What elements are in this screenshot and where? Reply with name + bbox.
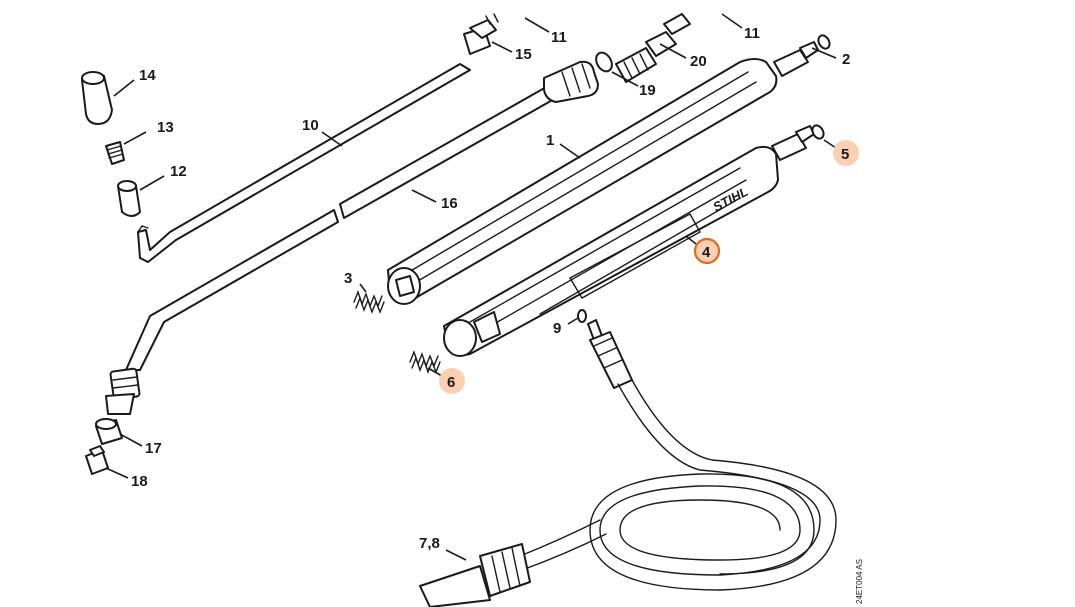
o-ring-2 <box>817 34 831 50</box>
spray-gun-4: STIHL <box>443 125 815 357</box>
leader-lines <box>105 13 837 561</box>
coupling-15 <box>463 13 499 55</box>
callout-11-top-right[interactable]: 11 <box>744 25 760 42</box>
callout-15[interactable]: 15 <box>515 46 532 63</box>
callout-14[interactable]: 14 <box>139 67 156 84</box>
hose-7-8 <box>419 319 837 607</box>
callout-4[interactable]: 4 <box>702 244 711 261</box>
plug-20 <box>615 13 691 83</box>
callout-6-highlight[interactable] <box>439 368 465 394</box>
callout-18[interactable]: 18 <box>131 473 148 490</box>
cap-14 <box>81 71 113 125</box>
o-ring-5 <box>811 124 825 140</box>
callout-4-selected[interactable] <box>693 237 721 265</box>
image-code: 24ET004 AS <box>855 559 864 604</box>
sleeve-12 <box>117 180 141 217</box>
callout-20[interactable]: 20 <box>690 53 707 70</box>
spring-6 <box>409 349 441 375</box>
callout-17[interactable]: 17 <box>145 440 162 457</box>
callout-6[interactable]: 6 <box>447 374 455 391</box>
spray-lance-16 <box>105 85 557 415</box>
callout-5[interactable]: 5 <box>841 146 849 163</box>
callout-1[interactable]: 1 <box>546 132 554 149</box>
callout-13[interactable]: 13 <box>157 119 174 136</box>
callout-3[interactable]: 3 <box>344 270 352 287</box>
spray-gun-1 <box>387 41 819 305</box>
union-nut <box>543 60 599 103</box>
callout-10[interactable]: 10 <box>302 117 319 134</box>
callout-19[interactable]: 19 <box>639 82 656 99</box>
callout-labels: 11 15 11 20 19 2 14 13 12 10 1 16 5 4 3 … <box>131 25 850 552</box>
callout-2[interactable]: 2 <box>842 51 850 68</box>
callout-11-top-left[interactable]: 11 <box>551 29 567 46</box>
callout-7-8[interactable]: 7,8 <box>419 535 440 552</box>
callout-9[interactable]: 9 <box>553 320 561 337</box>
connector-18 <box>85 445 109 475</box>
callout-5-highlight[interactable] <box>833 140 859 166</box>
nut-17 <box>95 418 123 445</box>
o-ring-9 <box>577 309 587 323</box>
callout-12[interactable]: 12 <box>170 163 187 180</box>
spring-3 <box>353 289 385 315</box>
nozzle-13 <box>105 141 125 165</box>
spray-lance-10 <box>137 63 471 263</box>
o-ring-19 <box>595 51 613 73</box>
callout-16[interactable]: 16 <box>441 195 458 212</box>
